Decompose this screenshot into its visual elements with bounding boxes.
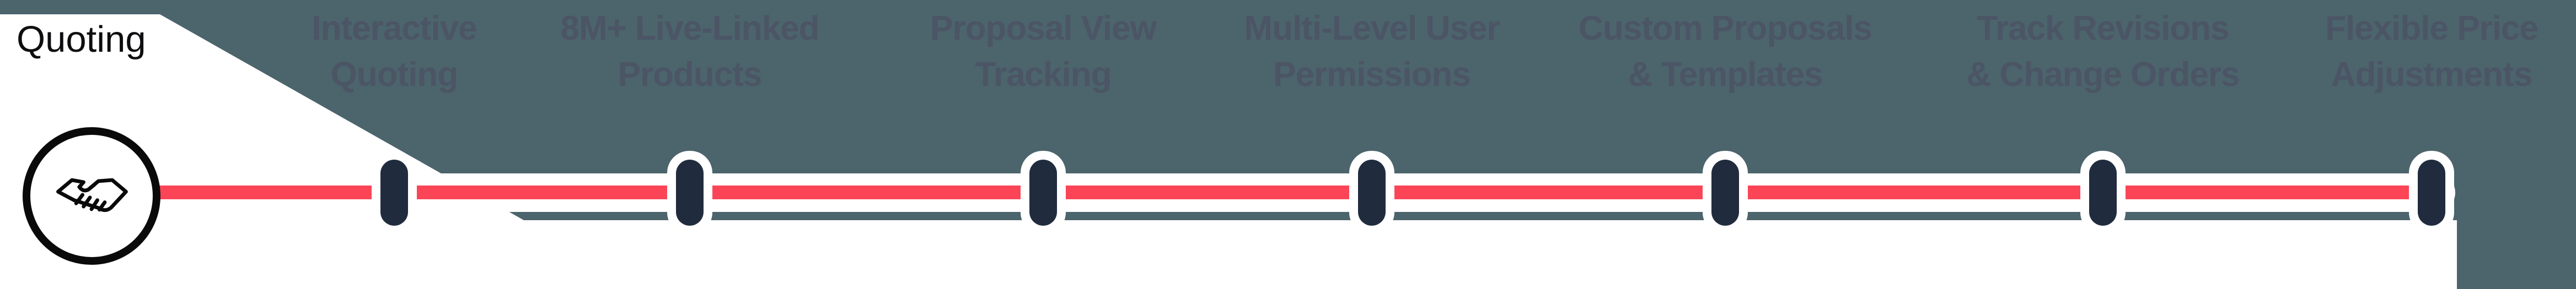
timeline-track-red-line [102,186,2432,199]
feature-label-line2: Permissions [1273,56,1471,94]
feature-label: Interactive Quoting [312,6,477,98]
page-title: Quoting [17,19,146,60]
timeline-pill-marker[interactable] [1021,151,1066,235]
timeline-pill-marker[interactable] [2409,151,2454,235]
timeline-start-marker[interactable] [23,127,160,265]
timeline-pill-marker[interactable] [1349,151,1394,235]
feature-label-line1: Interactive [312,9,477,47]
handshake-icon [51,167,132,225]
timeline-pill-inner [676,160,704,226]
feature-label-line2: & Templates [1628,56,1823,94]
feature-label-line1: Custom Proposals [1579,9,1872,47]
feature-label-line1: Multi-Level User [1244,9,1500,47]
timeline-pill-inner [2089,160,2117,226]
feature-label: Flexible Price Adjustments [2325,6,2539,98]
timeline-pill-inner [380,160,408,226]
timeline-pill-marker[interactable] [2080,151,2126,235]
timeline-pill-inner [1711,160,1739,226]
timeline-pill-marker[interactable] [372,151,417,235]
feature-label-line1: Flexible Price [2325,9,2539,47]
feature-label-line2: Quoting [330,56,459,94]
timeline-pill-marker[interactable] [667,151,712,235]
timeline-pill-inner [2418,160,2445,226]
feature-label: Track Revisions & Change Orders [1967,6,2240,98]
feature-label-line2: Adjustments [2331,56,2532,94]
timeline-pill-inner [1029,160,1057,226]
feature-label-line2: Tracking [975,56,1112,94]
feature-label-line1: Track Revisions [1977,9,2229,47]
feature-label: Proposal View Tracking [930,6,1157,98]
timeline-pill-inner [1358,160,1386,226]
feature-label: Custom Proposals & Templates [1579,6,1872,98]
feature-label: 8M+ Live-Linked Products [560,6,819,98]
feature-label-line1: 8M+ Live-Linked [560,9,819,47]
feature-label-line2: & Change Orders [1966,56,2240,94]
timeline-pill-marker[interactable] [1703,151,1748,235]
feature-label: Multi-Level User Permissions [1244,6,1500,98]
feature-label-line1: Proposal View [930,9,1157,47]
feature-label-line2: Products [618,56,763,94]
